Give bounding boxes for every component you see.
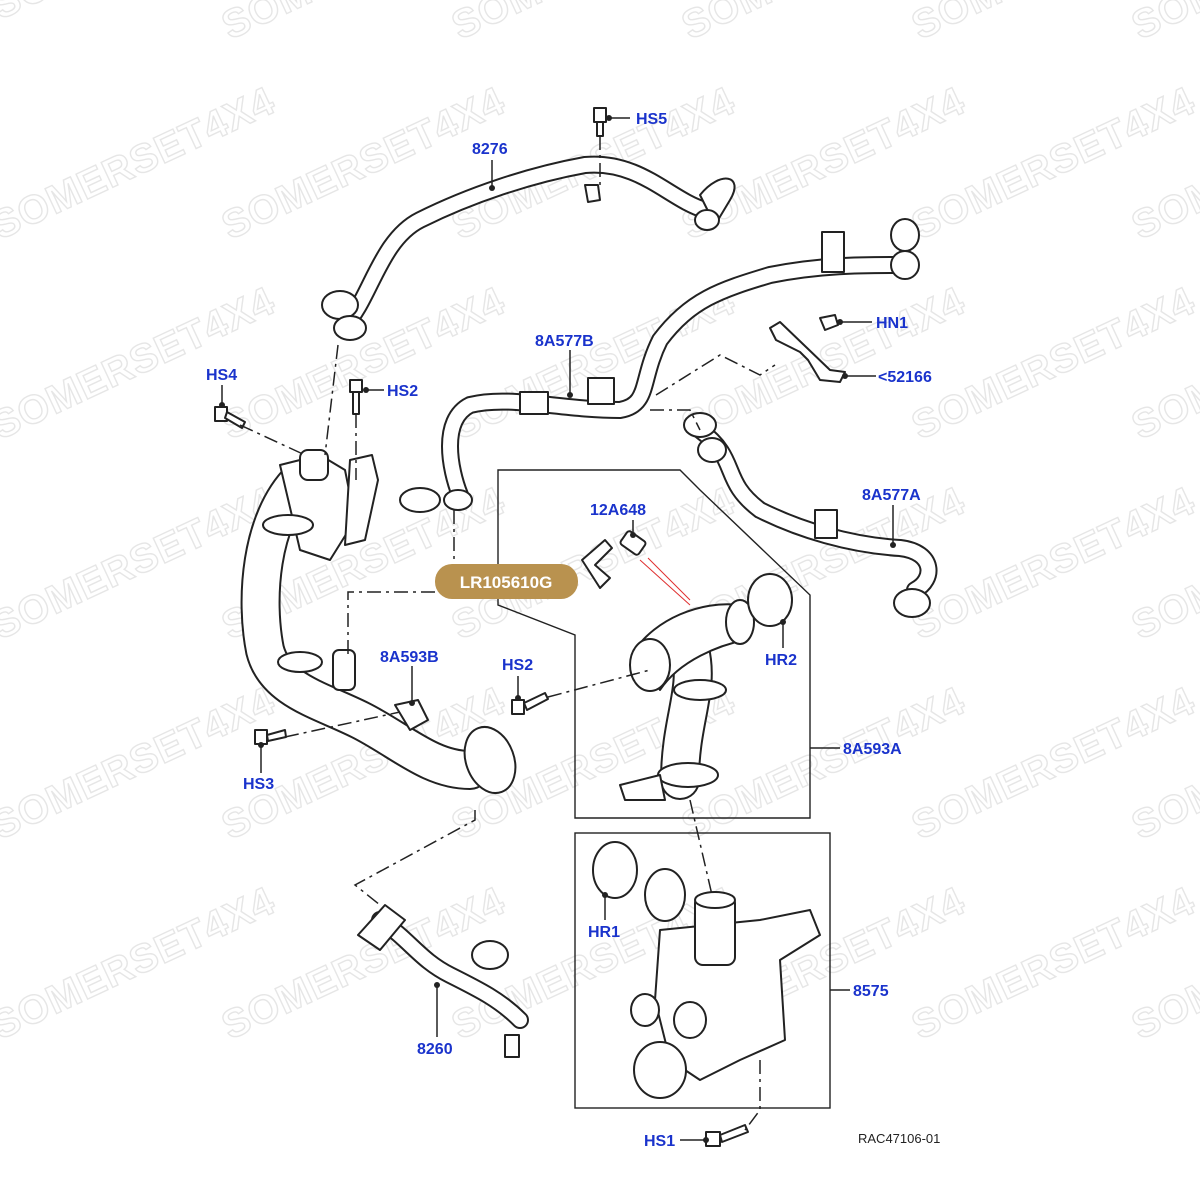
hose-bracket: [584, 184, 601, 203]
hose-clip: [699, 177, 736, 226]
pipe-port: [629, 638, 671, 692]
callout-8a593b: 8A593B: [380, 649, 439, 666]
pipe-clamp: [262, 514, 314, 536]
o-ring-hr1: [592, 841, 638, 899]
group-boxes: [497, 469, 831, 1109]
thermostat-8575: [592, 841, 821, 1099]
callout-8575: 8575: [853, 983, 889, 1000]
hose-connector: [333, 315, 367, 341]
hose-connector: [697, 437, 727, 463]
hose-bracket: [519, 391, 549, 415]
pipe-8a593b: [240, 449, 517, 794]
thermostat-port: [633, 1041, 687, 1099]
hose-clip: [399, 487, 441, 513]
hose-clip: [683, 412, 717, 438]
reference-code: RAC47106-01: [858, 1131, 940, 1146]
bolt-hs4: [214, 406, 246, 429]
group-box-8575: [574, 832, 831, 1109]
pipe-port: [725, 599, 755, 645]
bolt-hs1: [705, 1124, 749, 1147]
sensor-clip: [581, 539, 613, 589]
callout-hs5: HS5: [636, 111, 667, 128]
callout-8a593a: 8A593A: [843, 741, 902, 758]
callout-hs2-top: HS2: [387, 383, 418, 400]
bracket-52166: [769, 314, 846, 383]
pipe-8a593a: [619, 573, 793, 801]
temperature-sensor: [619, 530, 647, 556]
sensor-12a648: [581, 530, 647, 589]
callout-8276: 8276: [472, 141, 508, 158]
hose-bracket: [821, 231, 845, 273]
callout-52166: <52166: [878, 369, 932, 386]
bolt-hs5: [593, 107, 607, 137]
hose-connector: [694, 209, 720, 231]
hose-bracket: [814, 509, 838, 539]
callout-hs2-mid: HS2: [502, 657, 533, 674]
leader-lines: [219, 115, 896, 1143]
hose-8a577a: [683, 412, 938, 618]
callout-8a577a: 8A577A: [862, 487, 921, 504]
bolt-hs2-top: [349, 379, 363, 415]
callout-8a577b: 8A577B: [535, 333, 594, 350]
pipe-port: [332, 649, 356, 691]
thermostat-inlet-top: [694, 891, 736, 909]
hose-8a577b: [399, 218, 920, 513]
hose-clip: [321, 290, 359, 320]
assembly-lines: [239, 136, 776, 1131]
callout-hs4: HS4: [206, 367, 237, 384]
callout-hn1: HN1: [876, 315, 908, 332]
pipe-port: [299, 449, 329, 481]
callout-hs1: HS1: [644, 1133, 675, 1150]
thermostat-port: [630, 993, 660, 1027]
callout-hr1: HR1: [588, 924, 620, 941]
pipe-clamp: [657, 762, 719, 788]
badge-label: LR105610G: [460, 573, 553, 592]
pipe-clamp: [277, 651, 323, 673]
hose-connector: [443, 489, 473, 511]
thermostat-port: [673, 1001, 707, 1039]
hose-clip: [893, 588, 931, 618]
watermark: SOMERSET4X4: [1125, 0, 1200, 48]
part-number-badge[interactable]: LR105610G: [435, 564, 578, 599]
hose-connector: [471, 940, 509, 970]
pipe-bracket: [619, 774, 666, 801]
hose-clip: [357, 904, 406, 951]
pipe-bracket: [344, 454, 379, 546]
callout-12a648: 12A648: [590, 502, 646, 519]
group-box-8a593a: [497, 469, 811, 819]
pipe-outlet: [463, 726, 517, 794]
callout-8260: 8260: [417, 1041, 453, 1058]
hose-8276: [321, 155, 736, 341]
hose-clip: [890, 218, 920, 252]
callout-hr2: HR2: [765, 652, 797, 669]
thermostat-port: [644, 868, 686, 922]
o-ring-hr2: [747, 573, 793, 627]
badge-background: [435, 564, 578, 599]
hose-bracket: [504, 1034, 520, 1058]
bolt-hs3: [254, 729, 287, 745]
callout-labels: HS5 8276 8A577B HN1 <52166 HS4 HS2 8A577…: [206, 111, 940, 1150]
nut-hn1: [819, 314, 839, 331]
callout-hs3: HS3: [243, 776, 274, 793]
hose-8260: [357, 904, 529, 1058]
hose-bracket: [587, 377, 615, 405]
sensor-leader: [639, 557, 691, 606]
hose-connector: [890, 250, 920, 280]
pipe-clamp: [673, 679, 727, 701]
